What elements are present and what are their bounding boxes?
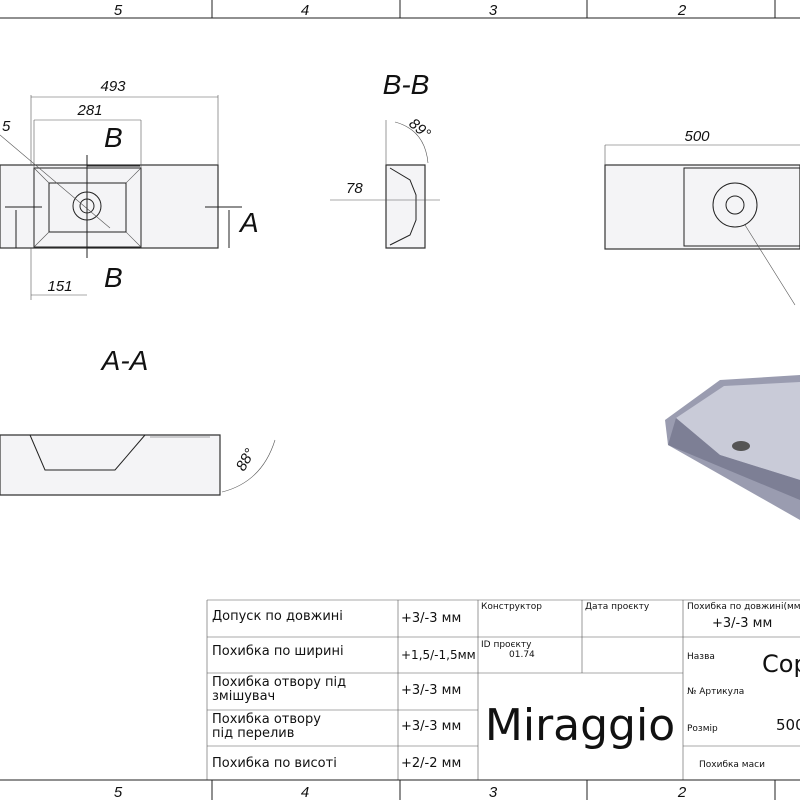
dim-bowl-length: 281 bbox=[76, 102, 102, 119]
zone-label: 5 bbox=[114, 2, 123, 19]
zone-label: 3 bbox=[489, 2, 498, 19]
product-size: 500 bbox=[776, 716, 800, 734]
tolerance-value: +2/-2 мм bbox=[401, 756, 461, 771]
zone-label: 4 bbox=[301, 2, 309, 19]
length-tol-label: Похибка по довжині(мм) bbox=[687, 602, 800, 612]
angle-89: 89° bbox=[405, 115, 433, 143]
name-label: Назва bbox=[687, 652, 715, 662]
tolerance-label: Похибка по висоті bbox=[212, 756, 337, 771]
isometric-render bbox=[665, 375, 800, 520]
section-marker-b-bottom: B bbox=[104, 262, 123, 293]
section-marker-b-top: B bbox=[104, 122, 123, 153]
tolerance-label: Похибка по ширині bbox=[212, 644, 344, 659]
tolerance-label-mixer-hole: Похибка отвору під змішувач bbox=[212, 675, 347, 704]
tolerance-value: +3/-3 мм bbox=[401, 719, 461, 734]
section-b-b: B-B 78 89° bbox=[330, 69, 440, 249]
tolerance-table: Допуск по довжині Похибка по ширині Похи… bbox=[206, 599, 800, 780]
section-marker-a: A bbox=[238, 207, 259, 238]
plan-view: 493 281 151 5 B B A bbox=[0, 78, 259, 300]
size-label: Розмір bbox=[687, 724, 718, 734]
zone-label: 2 bbox=[677, 2, 687, 19]
section-aa-title: A-A bbox=[100, 345, 149, 376]
dim-hole-diameter: 5 bbox=[2, 118, 11, 135]
brand-logo: Miraggio bbox=[485, 700, 675, 751]
zone-label: 5 bbox=[114, 784, 123, 800]
designer-label: Конструктор bbox=[481, 602, 542, 612]
project-id-label: ID проєкту bbox=[481, 640, 532, 650]
zone-label: 4 bbox=[301, 784, 309, 800]
tolerance-value: +3/-3 мм bbox=[401, 683, 461, 698]
dim-length-500: 500 bbox=[684, 128, 710, 145]
date-label: Дата проєкту bbox=[585, 602, 650, 612]
dim-depth: 78 bbox=[346, 180, 363, 197]
project-id: 01.74 bbox=[509, 650, 535, 660]
mass-tol-label: Похибка маси bbox=[699, 760, 765, 770]
zone-label: 3 bbox=[489, 784, 498, 800]
article-label: № Артикула bbox=[687, 687, 744, 697]
dim-total-length: 493 bbox=[100, 78, 126, 95]
angle-88: 88° bbox=[233, 446, 259, 474]
zone-label: 2 bbox=[677, 784, 687, 800]
length-tol-value: +3/-3 мм bbox=[712, 616, 772, 631]
section-a-a: A-A 88° bbox=[0, 345, 276, 496]
top-view: 500 bbox=[604, 128, 800, 306]
dim-hole-offset: 151 bbox=[47, 278, 72, 295]
product-name: Cop bbox=[762, 650, 800, 678]
tolerance-label: Допуск по довжині bbox=[212, 609, 343, 624]
tolerance-value: +3/-3 мм bbox=[401, 611, 461, 626]
section-bb-title: B-B bbox=[383, 69, 430, 100]
zone-ruler-bottom: 5 4 3 2 bbox=[0, 779, 800, 800]
zone-ruler-top: 5 4 3 2 bbox=[0, 0, 800, 19]
tolerance-label-overflow-hole: Похибка отвору під перелив bbox=[212, 712, 321, 741]
tolerance-value: +1,5/-1,5мм bbox=[401, 648, 476, 662]
